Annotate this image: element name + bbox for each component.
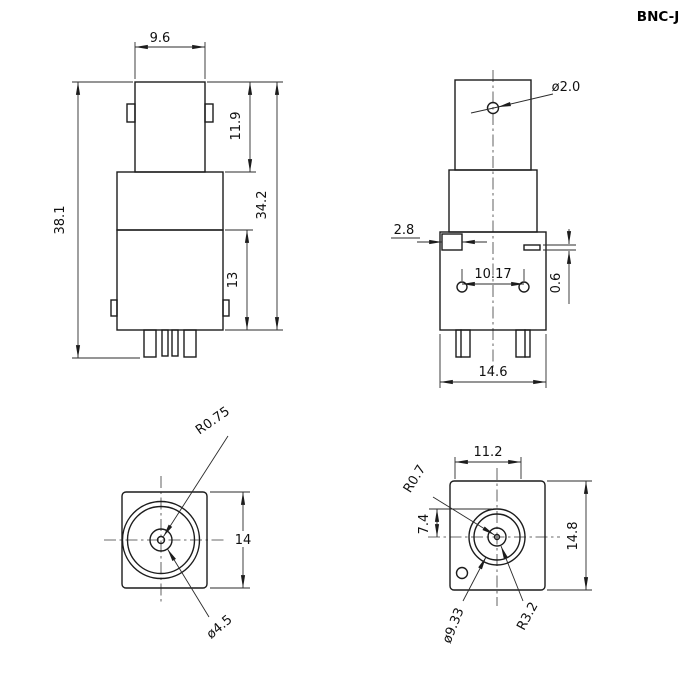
top-view: 11.2 7.4 14.8 R0.7 ø9.33 R3.2 (401, 445, 592, 646)
dim-top-shell-diameter: ø9.33 (440, 556, 487, 646)
front-bayonet-lug-right (204, 103, 214, 123)
dim-side-leg-spacing: 10.17 (461, 267, 525, 287)
dim-side-tab-width-label: 2.8 (394, 223, 415, 238)
dim-side-slot-height: 0.6 (543, 229, 576, 304)
front-mid-body (116, 171, 224, 231)
dim-front-base-height-label: 13 (226, 272, 241, 289)
dim-front-top-width: 9.6 (134, 31, 206, 79)
dim-side-body-width-label: 14.6 (479, 365, 508, 380)
dim-bottom-contact-diameter: ø4.5 (167, 548, 236, 642)
dim-top-height: 14.8 (547, 480, 592, 591)
dim-bottom-height-label: 14 (235, 533, 252, 548)
dim-side-hole-diameter-label: ø2.0 (552, 80, 581, 95)
dim-bottom-contact-radius-label: R0.75 (193, 404, 233, 438)
front-pin-2 (171, 329, 179, 357)
side-lower-body (439, 231, 547, 331)
front-bayonet-lug-left (126, 103, 136, 123)
dim-front-barrel-height-label: 11.9 (229, 112, 244, 141)
top-insulator (487, 527, 507, 547)
side-leg-left (455, 329, 471, 358)
front-side-tab-right (222, 299, 230, 317)
dim-top-pin-radius: R0.7 (401, 463, 495, 536)
dim-front-top-width-label: 9.6 (150, 31, 171, 46)
bottom-shell-inner (126, 505, 196, 575)
bottom-insulator (149, 528, 173, 552)
side-slot (523, 244, 541, 251)
side-hole-right (518, 281, 530, 293)
dim-front-overall-height: 38.1 (53, 81, 140, 359)
dim-side-leg-spacing-label: 10.17 (474, 267, 511, 282)
front-side-tab-left (110, 299, 118, 317)
top-mounting-hole (455, 566, 469, 580)
front-view: 9.6 38.1 34.2 11.9 13 (53, 31, 283, 359)
side-leg-right (515, 329, 531, 358)
side-tab (441, 233, 463, 251)
dim-top-height-label: 14.8 (566, 522, 581, 551)
side-hole-left (456, 281, 468, 293)
dim-front-base-height: 13 (225, 229, 253, 330)
front-leg-left (143, 329, 157, 358)
dim-bottom-height: 14 (210, 491, 253, 589)
front-pin-1 (161, 329, 169, 357)
dim-top-shell-diameter-label: ø9.33 (440, 606, 468, 646)
dim-bottom-contact-radius: R0.75 (163, 404, 233, 537)
dim-front-overall-height-label: 38.1 (53, 206, 68, 235)
bottom-shell-outer (121, 500, 201, 580)
dim-side-body-width: 14.6 (439, 334, 547, 388)
bottom-contact-pin (156, 535, 166, 545)
front-lower-body (116, 229, 224, 331)
dim-side-slot-height-label: 0.6 (549, 273, 564, 294)
bottom-view: R0.75 14 ø4.5 (104, 404, 253, 642)
dim-side-tab-width: 2.8 (391, 223, 487, 245)
dim-top-insulator-radius-label: R3.2 (514, 600, 541, 633)
dim-top-pin-radius-label: R0.7 (401, 463, 429, 496)
dim-top-center-offset: 7.4 (417, 508, 492, 537)
dim-front-body-height-label: 34.2 (255, 191, 270, 220)
top-flange-outline (449, 480, 546, 591)
dim-top-width: 11.2 (454, 445, 522, 479)
side-barrel-hole (486, 101, 500, 115)
dim-top-width-label: 11.2 (474, 445, 503, 460)
drawing-title: BNC-J (637, 9, 679, 25)
dim-front-body-height: 34.2 (207, 81, 283, 331)
top-shell-inner (473, 513, 521, 561)
dim-side-hole-diameter: ø2.0 (470, 80, 581, 114)
dim-front-barrel-height: 11.9 (225, 82, 256, 173)
front-leg-right (183, 329, 197, 358)
top-contact-pin (493, 533, 501, 541)
front-barrel (134, 81, 206, 173)
side-view: ø2.0 2.8 10.17 0.6 14.6 (391, 70, 580, 388)
top-shell-outer (468, 508, 526, 566)
dim-top-center-offset-label: 7.4 (417, 514, 432, 535)
